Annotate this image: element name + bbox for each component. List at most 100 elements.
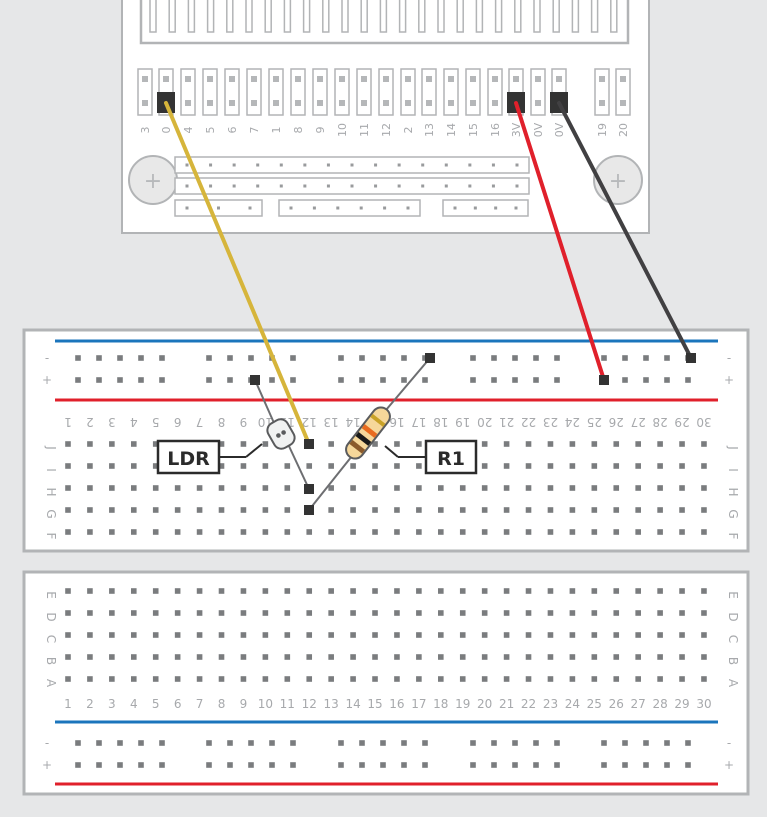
terminal-hole — [657, 610, 663, 616]
terminal-hole — [438, 588, 444, 594]
terminal-hole — [240, 529, 247, 535]
header-pin-label: 10 — [336, 123, 349, 137]
header-pin-label: 3 — [139, 127, 152, 134]
edge-slot-contact — [360, 0, 368, 33]
terminal-hole — [218, 610, 225, 616]
resistor-lead-end — [425, 353, 435, 363]
column-number: 27 — [631, 415, 646, 429]
rail-hole — [117, 355, 123, 361]
terminal-hole — [503, 610, 510, 616]
edge-slot-contact — [610, 0, 618, 33]
column-number: 18 — [433, 697, 448, 711]
rail-hole — [290, 377, 296, 383]
wire-black-0v — [557, 101, 693, 360]
terminal-hole — [591, 463, 598, 469]
header-pin-label: 8 — [292, 127, 305, 134]
column-number: 27 — [631, 697, 646, 711]
rail-hole — [664, 740, 670, 746]
header-pin-label: 0V — [553, 122, 566, 137]
terminal-hole — [306, 463, 313, 469]
terminal-hole — [372, 588, 378, 594]
rail-hole — [401, 740, 407, 746]
rail-plus-label: + — [724, 758, 734, 772]
rail-hole — [554, 377, 560, 383]
rail-hole — [685, 377, 691, 383]
terminal-hole — [591, 588, 598, 594]
terminal-hole — [240, 676, 247, 682]
terminal-hole — [679, 529, 685, 535]
expansion-header-pin — [359, 206, 363, 210]
terminal-hole — [130, 441, 137, 447]
terminal-hole — [87, 588, 93, 594]
terminal-hole — [350, 588, 356, 594]
terminal-hole — [679, 485, 685, 491]
column-number: 23 — [543, 697, 558, 711]
terminal-hole — [635, 463, 641, 469]
terminal-hole — [306, 676, 313, 682]
terminal-hole — [262, 654, 269, 660]
header-pin-hole — [295, 100, 301, 106]
column-number: 18 — [433, 415, 448, 429]
ldr-label-box — [156, 439, 221, 475]
expansion-header-pin — [468, 184, 472, 188]
terminal-hole — [394, 654, 400, 660]
terminal-hole — [635, 654, 641, 660]
terminal-hole — [394, 676, 400, 682]
rail-hole — [685, 740, 691, 746]
rail-hole — [75, 377, 81, 383]
header-pin-hole — [535, 76, 541, 82]
terminal-hole — [613, 632, 620, 638]
terminal-hole — [503, 485, 510, 491]
header-pin-hole — [620, 76, 626, 82]
expansion-header-pin — [383, 206, 387, 210]
header-pin-label: 15 — [467, 123, 480, 137]
header-pin-hole — [273, 100, 279, 106]
terminal-hole — [394, 485, 400, 491]
wire-yellow-end — [304, 439, 314, 449]
terminal-hole — [701, 676, 707, 682]
expansion-header-pin — [185, 163, 189, 167]
header-pin-socket — [180, 68, 196, 116]
rail-hole — [601, 740, 607, 746]
terminal-hole — [262, 676, 269, 682]
row-label: I — [726, 468, 740, 472]
rail-hole — [96, 740, 102, 746]
terminal-hole — [87, 654, 93, 660]
expansion-header-pin — [185, 206, 189, 210]
terminal-hole — [196, 507, 203, 513]
column-number: 13 — [324, 415, 339, 429]
column-number: 13 — [324, 697, 339, 711]
terminal-hole — [87, 676, 93, 682]
header-pin-socket — [137, 68, 153, 116]
rail-hole — [248, 740, 254, 746]
terminal-hole — [174, 529, 181, 535]
expansion-header-pin — [444, 163, 448, 167]
ldr-pin-dot — [281, 430, 286, 435]
terminal-hole — [416, 632, 422, 638]
edge-slot-contact — [187, 0, 196, 33]
rail-minus-label: - — [45, 736, 49, 750]
terminal-hole — [372, 676, 378, 682]
wire-red-end — [599, 375, 609, 385]
column-number: 1 — [64, 697, 72, 711]
terminal-hole — [525, 441, 532, 447]
rail-hole — [470, 762, 476, 768]
terminal-hole — [657, 654, 663, 660]
terminal-hole — [613, 610, 620, 616]
terminal-hole — [262, 632, 269, 638]
terminal-hole — [525, 632, 532, 638]
terminal-hole — [394, 588, 400, 594]
rail-hole — [491, 355, 497, 361]
column-number: 25 — [587, 415, 602, 429]
column-number: 2 — [86, 697, 94, 711]
terminal-hole — [130, 632, 137, 638]
terminal-hole — [152, 529, 159, 535]
header-pin-hole — [163, 76, 169, 82]
rail-hole — [422, 740, 428, 746]
terminal-hole — [525, 654, 532, 660]
terminal-hole — [613, 441, 620, 447]
terminal-hole — [438, 676, 444, 682]
breadboard-top: -+-+JJIIHHGGFF12345678910111213141516171… — [22, 328, 750, 553]
terminal-hole — [65, 529, 71, 535]
rail-hole — [380, 740, 386, 746]
